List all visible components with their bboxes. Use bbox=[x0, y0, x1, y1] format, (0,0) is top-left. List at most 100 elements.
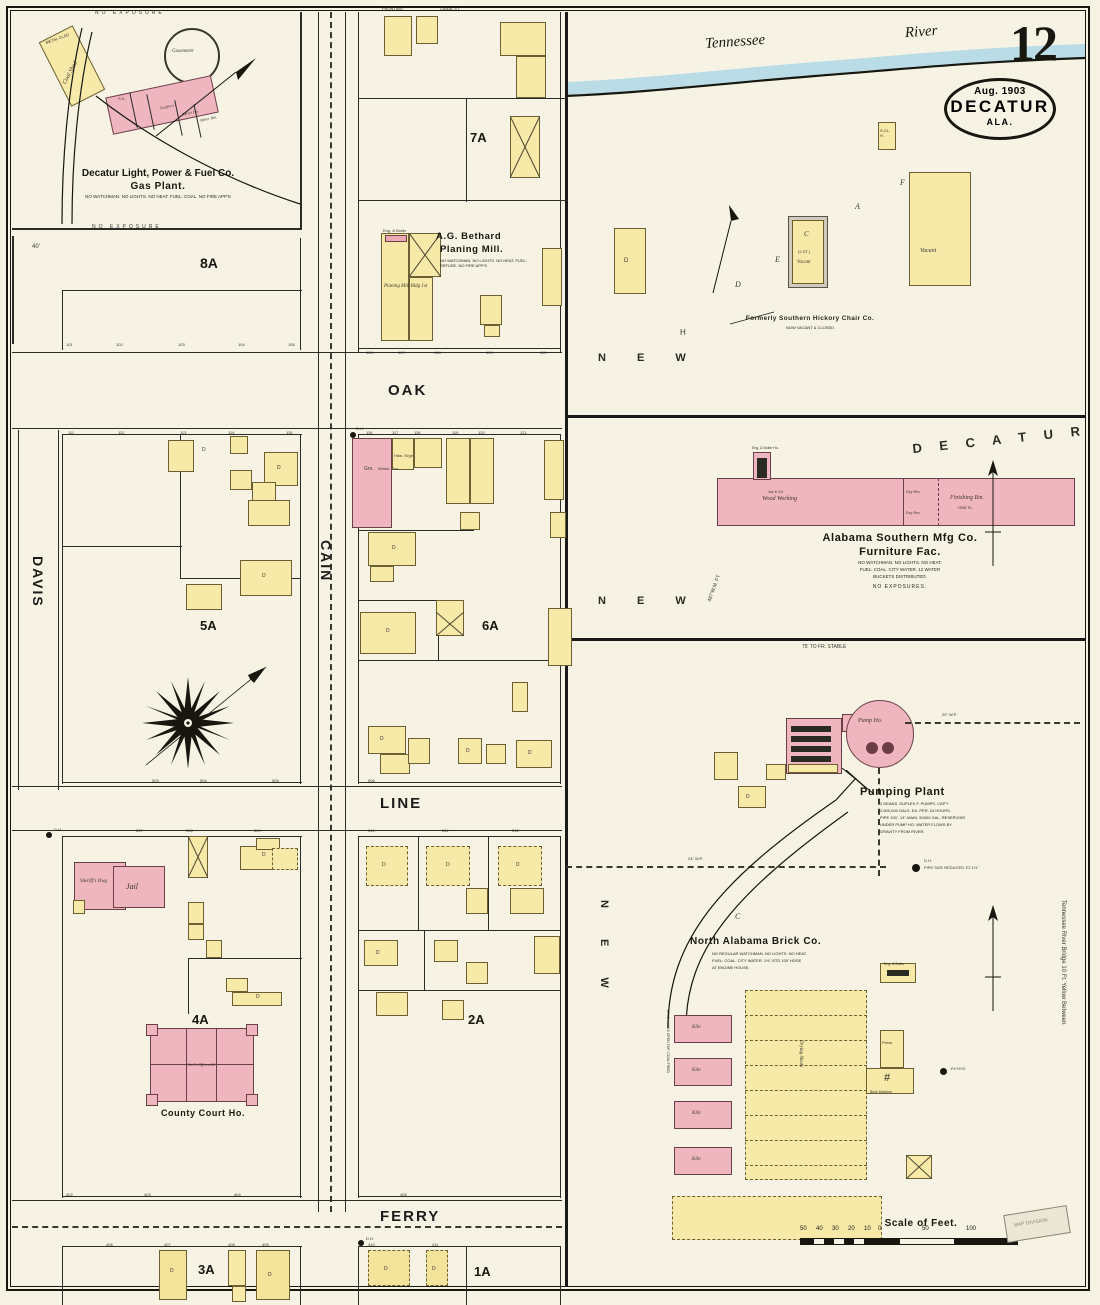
block8a-v1 bbox=[62, 290, 63, 350]
jail-annex bbox=[73, 900, 85, 914]
hickory-letter-f: F bbox=[900, 178, 905, 187]
lot-111: 111 bbox=[68, 430, 75, 435]
b6a-bldg-18 bbox=[486, 744, 506, 764]
b5a-inner-v1 bbox=[180, 434, 181, 546]
b1a-bldg-2 bbox=[426, 1250, 448, 1286]
b1a-bldg-1 bbox=[368, 1250, 410, 1286]
lot-117: 117 bbox=[392, 430, 399, 435]
hydrant-dot-3 bbox=[358, 1240, 364, 1246]
pumping-note-1: 2 DEANS. DUPLEX F. PUMPS. CAP'Y bbox=[880, 801, 949, 806]
hickory-vacant-small-label: Vacant bbox=[797, 260, 811, 265]
block-label-4a: 4A bbox=[192, 1012, 209, 1027]
brick-kiln-1 bbox=[674, 1015, 732, 1043]
oak-street-north-edge bbox=[12, 352, 562, 353]
lot-506: 506 bbox=[368, 778, 375, 783]
lot-118: 118 bbox=[414, 430, 421, 435]
ch-inner-h bbox=[150, 1064, 254, 1065]
pumping-note-3: PIPE 100'. 14"-MAIN. 50000 GAL. RESERVOI… bbox=[880, 815, 966, 820]
planing-mill-engine-room bbox=[385, 235, 407, 242]
scale-tick-100: 100 bbox=[966, 1226, 977, 1232]
boiler-2-icon bbox=[791, 736, 831, 742]
brick-press-label: Press bbox=[882, 1040, 893, 1045]
boiler-1-icon bbox=[791, 726, 831, 732]
b3a-top bbox=[62, 1246, 302, 1247]
scale-title: Scale of Feet. bbox=[884, 1218, 958, 1229]
building-top-3 bbox=[500, 22, 546, 56]
b6a-inner-h3 bbox=[358, 660, 558, 661]
lot-407: 407 bbox=[164, 1242, 171, 1247]
block-label-2a: 2A bbox=[468, 1012, 485, 1027]
block-label-3a: 3A bbox=[198, 1262, 215, 1277]
hydrant-label-3: D.H. bbox=[366, 1236, 374, 1241]
b4a-bldg-4 bbox=[206, 940, 222, 958]
b6a-bldg-9 bbox=[548, 608, 572, 666]
block8a-v2 bbox=[300, 238, 301, 350]
b6a-bldg-14 bbox=[368, 726, 406, 754]
brick-note-1: NO REGULAR WATCHMAN. NO LIGHTS. NO HEAT. bbox=[712, 951, 807, 956]
b1a-top bbox=[358, 1246, 560, 1247]
scale-tick-40: 40 bbox=[816, 1226, 823, 1232]
cain-street-west-edge bbox=[318, 12, 319, 1212]
furniture-room-woodworking: Wood Working bbox=[762, 496, 798, 502]
furniture-room-finishing: Finishing Rm. bbox=[950, 495, 984, 501]
b2a-bldg-7 bbox=[434, 940, 458, 962]
water-main-dashed-1 bbox=[905, 722, 1080, 724]
inset-border-right bbox=[300, 12, 302, 230]
pumping-note-2: 2,500,000 GALS. EA. PER. 24 HOURS. bbox=[880, 808, 951, 813]
b2a-bldg-6 bbox=[364, 940, 398, 966]
inset-exposure-top: NO EXPOSURE bbox=[95, 10, 165, 16]
shed-line-5 bbox=[745, 1115, 867, 1117]
ch-inner-v1 bbox=[186, 1028, 187, 1102]
b1a-left bbox=[358, 1246, 359, 1305]
water-main-label-2: 24" W.P. bbox=[688, 856, 703, 861]
hydrant-reduce-note: PIPE SIZE REDUCED TO 1½" bbox=[924, 865, 979, 870]
scale-tick-20: 20 bbox=[848, 1226, 855, 1232]
compass-rose-icon bbox=[142, 666, 267, 769]
brick-kiln-note: BRICK KILNS OPEN TOP. COAL FIRED bbox=[666, 1010, 670, 1074]
jail-label: Jail bbox=[126, 882, 138, 891]
shed-line-7 bbox=[745, 1165, 867, 1167]
pm-small-building-2 bbox=[484, 325, 500, 337]
lot-504: 504 bbox=[200, 778, 207, 783]
planing-mill-note: NO WATCHMAN. NO LIGHTS. NO HEAT. FUEL: R… bbox=[440, 258, 527, 268]
cartouche-state: ALA. bbox=[986, 117, 1014, 127]
brick-letter-c: C bbox=[735, 912, 741, 921]
b2a-bldg-9 bbox=[466, 962, 488, 984]
b1a-mark-d1: D bbox=[384, 1266, 388, 1272]
ch-corner-se bbox=[246, 1094, 258, 1106]
sheet-number: 12 bbox=[1010, 15, 1058, 71]
furniture-engine-label: Eng. & Boiler Ho. bbox=[752, 446, 779, 450]
oak-street-south-edge bbox=[12, 428, 562, 429]
b3a-bldg-3 bbox=[232, 1286, 246, 1302]
b6a-mark-sto: Gro. bbox=[364, 466, 374, 472]
b2a-bldg-8 bbox=[534, 936, 560, 974]
b4a-left bbox=[62, 836, 63, 1198]
hickory-pointer-line bbox=[730, 311, 775, 325]
b1a-mark-d2: D bbox=[432, 1266, 436, 1272]
lot-405: 405 bbox=[400, 1192, 407, 1197]
pumping-plant-title: Pumping Plant bbox=[860, 786, 945, 798]
b4a-cross-icon bbox=[188, 836, 208, 878]
b6a-inner-h2 bbox=[358, 600, 438, 601]
lot-116: 116 bbox=[366, 430, 373, 435]
b4a-inner-h bbox=[188, 958, 302, 959]
hickory-letter-e: E bbox=[775, 255, 780, 264]
hickory-mark-d: D bbox=[624, 258, 629, 264]
pumping-note-5: GRAVITY FROM RIVER. bbox=[880, 829, 925, 834]
map-inner-frame bbox=[10, 10, 1086, 1287]
watermark-new-1: N E W bbox=[598, 352, 700, 364]
division-horizontal-1 bbox=[565, 415, 1086, 418]
b4a-bottom bbox=[62, 1196, 302, 1197]
lot-112: 112 bbox=[118, 430, 125, 435]
b6a-bldg-8 bbox=[550, 512, 566, 538]
b2a-bldg-5 bbox=[510, 888, 544, 914]
b2a-bldg-4 bbox=[466, 888, 488, 914]
pm-block-left bbox=[358, 12, 359, 352]
block8a-left bbox=[12, 236, 14, 344]
b5a-mark-d1: D bbox=[202, 447, 206, 453]
b6a-bldg-13 bbox=[512, 682, 528, 712]
pump-aux-bldg-3 bbox=[766, 764, 786, 780]
pm-block-h1 bbox=[358, 98, 568, 99]
north-arrow-icon-2 bbox=[985, 905, 1001, 1011]
